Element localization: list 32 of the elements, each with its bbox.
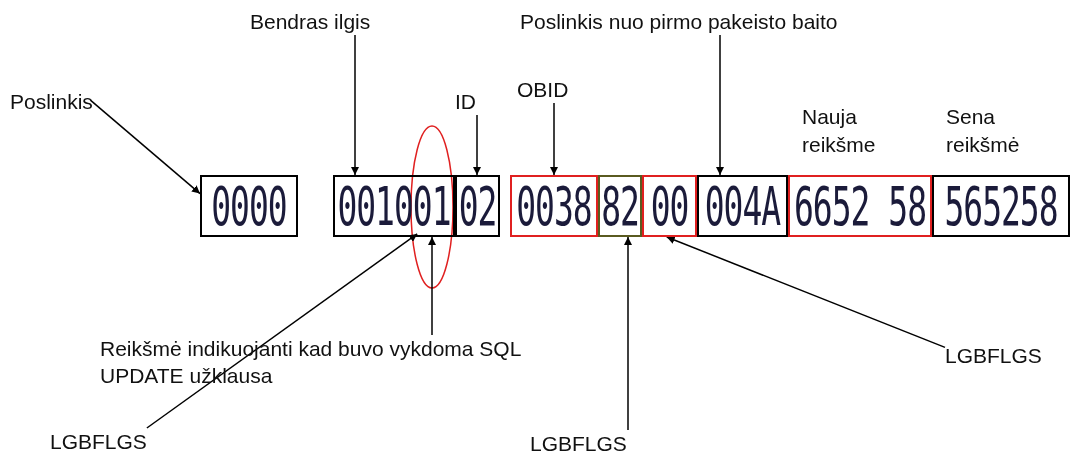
byte-field-box xyxy=(200,175,298,237)
leader-arrow xyxy=(550,102,558,176)
leader-arrow xyxy=(666,236,946,349)
leader-arrow xyxy=(624,236,632,431)
leader-arrow xyxy=(473,114,481,176)
leader-arrow xyxy=(351,34,359,176)
annotation-label: ID xyxy=(455,88,476,115)
annotation-label: Bendras ilgis xyxy=(250,8,371,35)
hex-value: 6652 58 xyxy=(793,179,927,233)
hex-value: 0000 xyxy=(211,179,287,233)
annotation-label: Poslinkis nuo pirmo pakeisto baito xyxy=(520,8,838,35)
annotation-label: Poslinkis xyxy=(10,88,93,115)
hex-value: 565258 xyxy=(944,179,1058,233)
leader-arrow xyxy=(89,99,201,195)
hex-value: 02 xyxy=(458,179,497,233)
byte-field-box xyxy=(510,175,598,237)
byte-field-box xyxy=(642,175,697,237)
hex-value: 004A xyxy=(704,179,781,233)
field-heading: Sena reikšmė xyxy=(946,104,1021,158)
hex-value: 0038 xyxy=(516,179,592,233)
hex-value: 82 xyxy=(601,179,639,233)
hex-value: 01 xyxy=(412,179,451,233)
leader-arrow xyxy=(146,233,418,429)
annotation-label: LGBFLGS xyxy=(50,428,147,455)
leader-arrow xyxy=(428,236,436,336)
annotation-label: OBID xyxy=(517,76,569,103)
field-heading: Nauja reikšme xyxy=(802,104,877,158)
byte-field-box xyxy=(697,175,788,237)
annotation-label: LGBFLGS xyxy=(530,430,627,457)
hex-value: 00 xyxy=(650,179,689,233)
annotation-label: LGBFLGS xyxy=(945,342,1042,369)
leader-arrow xyxy=(716,34,724,176)
